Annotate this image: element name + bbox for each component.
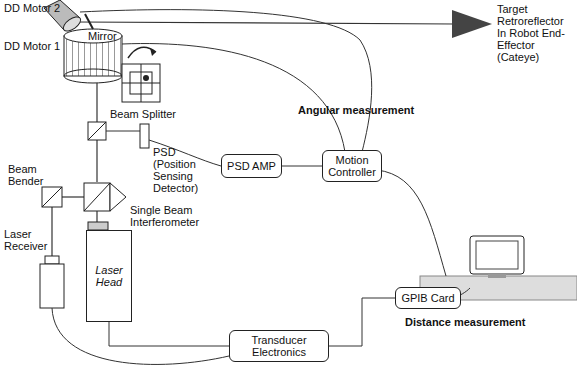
part-label: Beam Bender <box>8 163 48 187</box>
signal-wire <box>329 298 395 346</box>
electronics-box: Transducer Electronics <box>229 330 329 362</box>
interferometer <box>84 183 126 222</box>
box-text: Transducer Electronics <box>235 334 323 358</box>
section-title: Angular measurement <box>298 104 414 116</box>
laser-beam <box>76 22 455 24</box>
psd-view <box>122 47 160 102</box>
part-label: DD Motor 1 <box>4 40 60 52</box>
laser-head-port <box>88 222 108 230</box>
section-title: Distance measurement <box>405 316 525 328</box>
psd-sensor <box>140 124 149 148</box>
amplifier-box: PSD AMP <box>221 154 282 178</box>
signal-wire <box>282 166 322 167</box>
wires <box>52 10 470 365</box>
signal-wire <box>109 322 229 346</box>
retroreflector-symbol <box>452 10 492 38</box>
box-text: Laser Head <box>92 264 126 288</box>
target-label: Target Retroreflector In Robot End-Effec… <box>497 3 573 63</box>
box-text: GPIB Card <box>401 292 454 304</box>
controller-box: Motion Controller <box>322 150 382 182</box>
part-label: DD Motor 2 <box>4 2 60 14</box>
box-text: Motion Controller <box>328 154 376 178</box>
laser-head-box: Laser Head <box>86 230 132 322</box>
laser-receiver <box>40 256 64 308</box>
part-label: Beam Splitter <box>110 108 176 120</box>
part-label: Single Beam Interferometer <box>130 204 206 228</box>
beam-splitter <box>88 122 140 140</box>
part-label: Laser Receiver <box>4 228 54 252</box>
part-label: PSD (Position Sensing Detector) <box>153 146 209 194</box>
beam-bender <box>42 187 62 207</box>
interface-card-box: GPIB Card <box>395 287 461 309</box>
motor-1 <box>64 14 122 83</box>
box-text: PSD AMP <box>227 160 276 172</box>
part-label: Mirror <box>88 30 117 42</box>
